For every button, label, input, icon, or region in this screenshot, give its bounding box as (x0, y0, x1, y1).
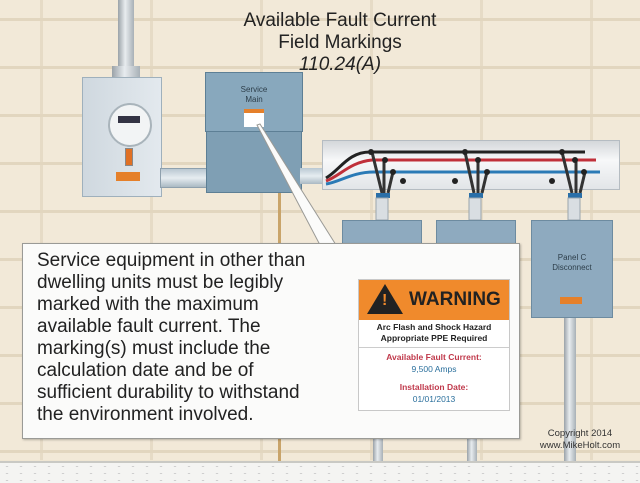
panel-b-conduit (467, 436, 477, 462)
meter-seal (125, 148, 133, 166)
copyright: Copyright 2014 www.MikeHolt.com (539, 428, 621, 451)
fault-current-value: 9,500 Amps (411, 364, 457, 374)
installation-date-value: 01/01/2013 (412, 394, 456, 404)
meter-enclosure (82, 77, 162, 197)
service-conduit (118, 0, 134, 70)
warning-header: ! WARNING (359, 280, 509, 320)
service-main-warning-sticker-icon (244, 109, 264, 127)
panel-a-conduit (373, 436, 383, 462)
diagram-title: Available Fault Current Field Markings 1… (215, 10, 465, 76)
service-main-label: Service Main (240, 85, 268, 104)
meter-icon (108, 103, 152, 147)
callout-text: Service equipment in other than dwelling… (37, 250, 306, 425)
title-line-1: Available Fault Current (243, 10, 437, 31)
title-line-2: Field Markings (278, 32, 402, 53)
warning-triangle-icon: ! (367, 284, 403, 314)
installation-date-label: Installation Date: (399, 382, 469, 392)
panel-c-label: Panel C Disconnect (552, 253, 592, 272)
panel-c-warning-sticker-icon (560, 297, 582, 304)
panel-a-enclosure (342, 220, 422, 244)
warning-sticker-icon (116, 172, 140, 181)
hazard-text: Arc Flash and Shock Hazard Appropriate P… (359, 320, 509, 348)
code-reference: 110.24(A) (298, 54, 382, 75)
wireway-nipple (300, 168, 324, 184)
panel-b-enclosure (436, 220, 516, 244)
conduit-hub (112, 66, 140, 78)
concrete-floor (0, 461, 640, 483)
panel-c-disconnect: Panel C Disconnect (531, 220, 613, 318)
panel-c-conduit (564, 316, 576, 462)
service-main-lid: Service Main (205, 72, 303, 132)
warning-heading: WARNING (409, 289, 501, 310)
warning-label: ! WARNING Arc Flash and Shock Hazard App… (358, 279, 510, 411)
callout-box: Service equipment in other than dwelling… (22, 243, 520, 439)
service-main-disconnect: Service Main (205, 72, 303, 193)
fault-current-label: Available Fault Current: (386, 352, 482, 362)
